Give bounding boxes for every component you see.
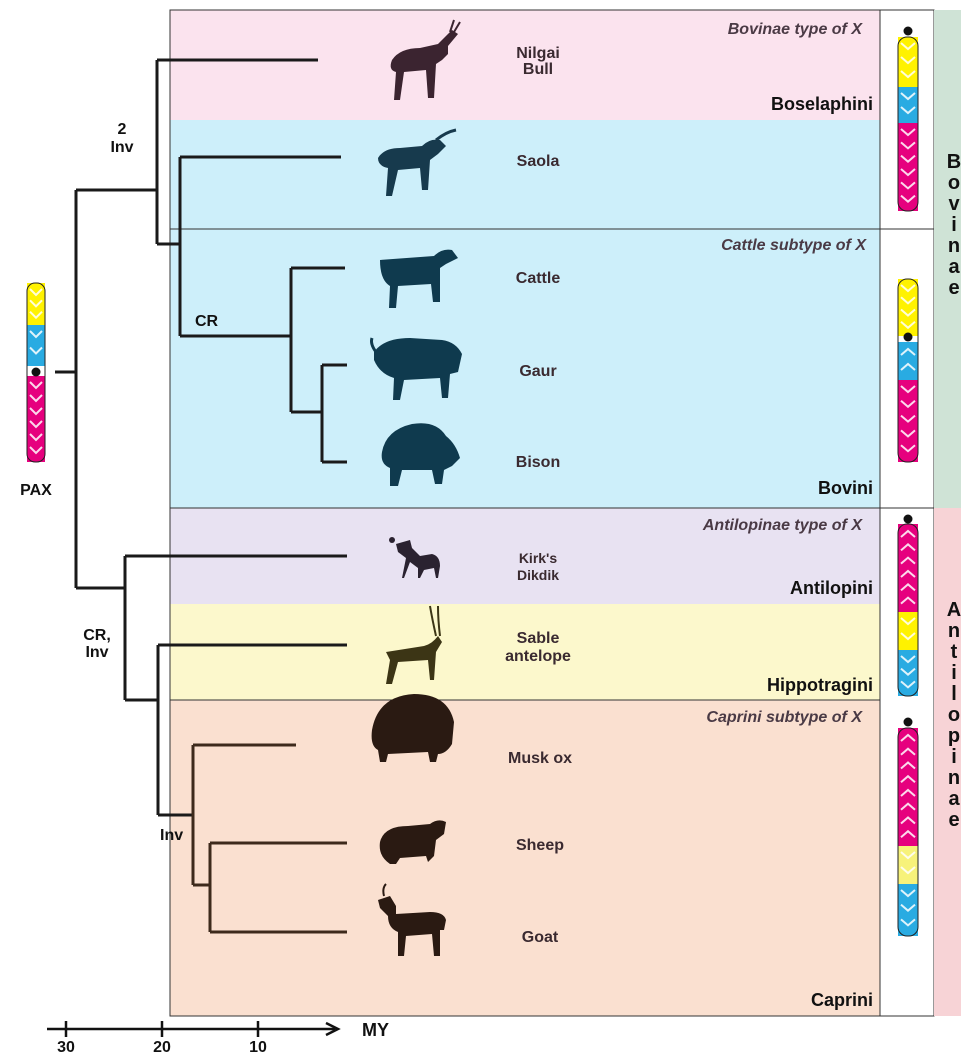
antilopinae-letter: n — [948, 620, 960, 642]
boselaphini-label: Boselaphini — [771, 94, 873, 114]
bovinae-type-label: Bovinae type of X — [728, 21, 864, 38]
bovinae-letter: v — [948, 193, 960, 215]
caprini-panel — [170, 700, 880, 1016]
axis-unit-my: MY — [362, 1020, 389, 1040]
node-cr-comma: CR, — [83, 627, 111, 644]
node-2inv-label: Inv — [110, 139, 133, 156]
caprini-chromosome — [898, 718, 918, 937]
caprini-subtype-label: Caprini subtype of X — [706, 709, 863, 726]
node-2inv-count: 2 — [118, 121, 127, 138]
taxon-cattle: Cattle — [516, 270, 561, 287]
centromere-dot — [904, 718, 913, 727]
chromosome-segment — [898, 728, 918, 846]
centromere-dot — [904, 333, 913, 342]
antilopinae-letter: n — [948, 767, 960, 789]
antilopinae-letter: t — [951, 641, 958, 663]
bovinae-letter: a — [948, 256, 960, 278]
taxon-sable-line1: Sable — [517, 630, 560, 647]
antilopinae-type-label: Antilopinae type of X — [702, 517, 863, 534]
chromosome-segment — [898, 612, 918, 650]
antilopinae-strip — [934, 508, 961, 1016]
taxon-sheep: Sheep — [516, 837, 564, 854]
chromosome-segment — [898, 87, 918, 123]
centromere-dot — [32, 368, 41, 377]
antilopinae-chromosome — [898, 515, 918, 697]
antilopini-label: Antilopini — [790, 578, 873, 598]
chromosome-segment — [898, 846, 918, 884]
bovinae-letter: i — [951, 214, 957, 236]
cattle-chromosome — [898, 279, 918, 462]
bovinae-letter: n — [948, 235, 960, 257]
bovini-panel — [170, 120, 880, 508]
centromere-dot — [904, 515, 913, 524]
node-cr-bovini: CR — [195, 313, 219, 330]
node-cr-inv: Inv — [85, 644, 108, 661]
antilopinae-letter: A — [947, 599, 961, 621]
chromosome-segment — [27, 325, 45, 366]
antilopinae-letter: i — [951, 746, 957, 768]
antilopinae-letter: o — [948, 704, 960, 726]
taxon-nilgai-line1: Nilgai — [516, 45, 560, 62]
bovinae-letter: B — [947, 151, 961, 173]
time-axis — [47, 1021, 338, 1037]
taxon-saola: Saola — [517, 153, 560, 170]
taxon-musk-ox: Musk ox — [508, 750, 572, 767]
bovinae-letter: o — [948, 172, 960, 194]
bovinae-letter: e — [948, 277, 959, 299]
pax-label: PAX — [20, 482, 52, 499]
taxon-sable-line2: antelope — [505, 648, 571, 665]
taxon-dikdik-line1: Kirk's — [519, 550, 558, 566]
antilopinae-letter: e — [948, 809, 959, 831]
centromere-dot — [904, 27, 913, 36]
axis-label-30: 30 — [57, 1039, 75, 1055]
node-inv-caprini: Inv — [160, 827, 183, 844]
antilopinae-letter: p — [948, 725, 960, 747]
bovinae-chromosome — [898, 27, 918, 212]
taxon-bison: Bison — [516, 454, 560, 471]
hippotragini-label: Hippotragini — [767, 675, 873, 695]
taxon-dikdik-line2: Dikdik — [517, 567, 559, 583]
caprini-label: Caprini — [811, 990, 873, 1010]
axis-label-10: 10 — [249, 1039, 267, 1055]
pax-chromosome — [27, 283, 45, 462]
taxon-nilgai-line2: Bull — [523, 61, 553, 78]
cattle-subtype-label: Cattle subtype of X — [721, 237, 867, 254]
antilopinae-letter: l — [951, 683, 957, 705]
antilopinae-vertical-label: Antilopinae — [947, 599, 961, 831]
antilopinae-letter: a — [948, 788, 960, 810]
taxon-goat: Goat — [522, 929, 559, 946]
antilopinae-letter: i — [951, 662, 957, 684]
taxon-gaur: Gaur — [519, 363, 556, 380]
bovini-label: Bovini — [818, 478, 873, 498]
axis-label-20: 20 — [153, 1039, 171, 1055]
